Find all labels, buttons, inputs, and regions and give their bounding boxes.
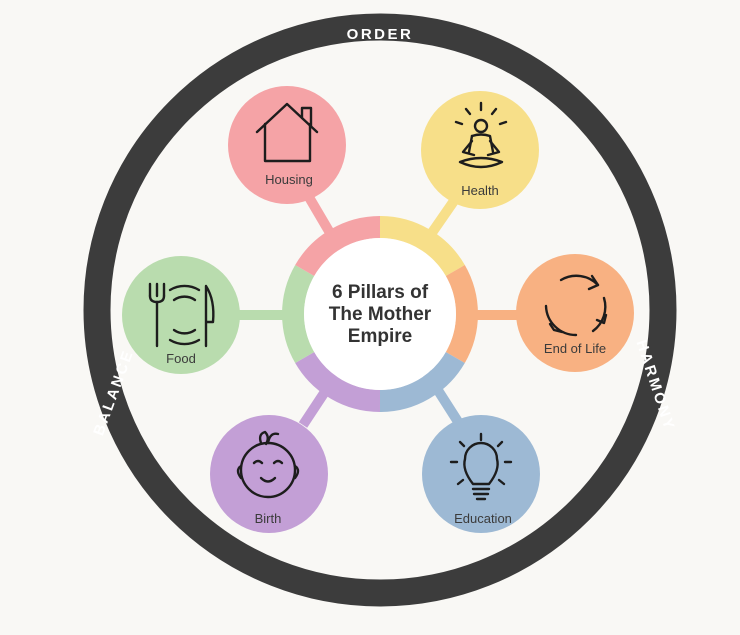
- pillar-health-label: Health: [461, 183, 499, 198]
- segment-end-of-life: [445, 265, 478, 363]
- cycle-icon: [544, 274, 608, 337]
- meditation-icon: [454, 101, 508, 169]
- pillar-end-of-life-label: End of Life: [544, 341, 606, 356]
- pillar-birth-label: Birth: [255, 511, 282, 526]
- lightbulb-icon: [449, 432, 513, 501]
- pillar-education: Education: [422, 415, 540, 533]
- pillar-housing-circle: [228, 86, 346, 204]
- pillar-end-of-life: End of Life: [516, 254, 634, 372]
- center-circle: [304, 238, 456, 390]
- pillar-end-of-life-circle: [516, 254, 634, 372]
- pillar-housing-label: Housing: [265, 172, 313, 187]
- pillar-health-circle: [421, 91, 539, 209]
- pillar-housing: Housing: [228, 86, 346, 204]
- plate-fork-knife-icon: [148, 282, 215, 348]
- segment-education: [379, 351, 465, 412]
- segment-birth: [295, 351, 381, 412]
- pillar-education-circle: [422, 415, 540, 533]
- pillar-food: Food: [122, 256, 240, 374]
- house-icon: [255, 102, 319, 163]
- inner-ring: [282, 216, 478, 412]
- pillar-health: Health: [421, 91, 539, 209]
- outer-ring: [83, 13, 677, 607]
- center-title-line-3: Empire: [348, 326, 412, 347]
- segment-food: [282, 265, 315, 363]
- pillar-birth: Birth: [210, 415, 328, 533]
- center-title-line-1: 6 Pillars of: [332, 282, 429, 303]
- ring-word-order: ORDER: [347, 26, 414, 43]
- pillar-food-label: Food: [166, 351, 196, 366]
- segment-housing: [295, 216, 381, 277]
- pillar-education-label: Education: [454, 511, 512, 526]
- center-title-line-2: The Mother: [329, 304, 432, 325]
- pillar-food-circle: [122, 256, 240, 374]
- pillar-birth-circle: [210, 415, 328, 533]
- segment-health: [379, 216, 465, 277]
- baby-face-icon: [236, 430, 300, 499]
